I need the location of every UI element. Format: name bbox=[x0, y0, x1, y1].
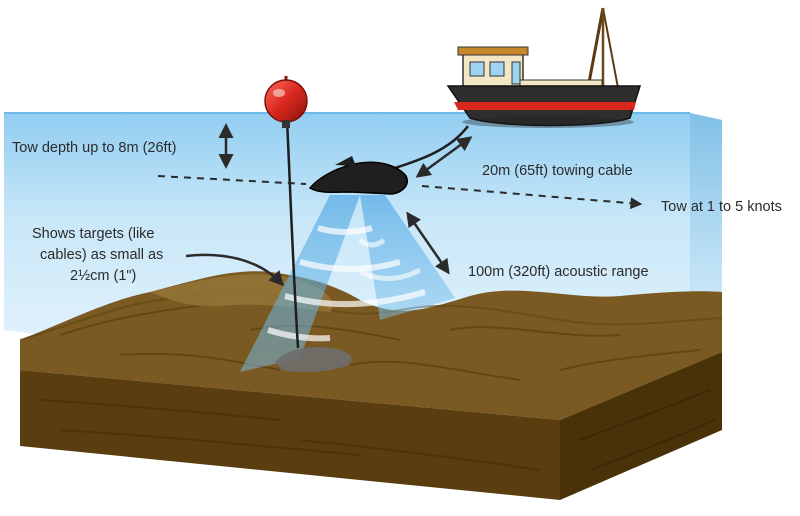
seabed-target bbox=[275, 347, 352, 373]
tow-direction-arrow bbox=[421, 185, 643, 210]
tow-speed-label: Tow at 1 to 5 knots bbox=[661, 199, 782, 215]
sonar-towfish-icon bbox=[308, 156, 408, 195]
fishing-boat-icon bbox=[446, 7, 642, 128]
acoustic-range-label: 100m (320ft) acoustic range bbox=[468, 264, 649, 280]
buoy-mooring-line bbox=[285, 119, 300, 349]
seabed bbox=[19, 271, 723, 500]
targets-pointer bbox=[185, 253, 285, 287]
tow-depth-label: Tow depth up to 8m (26ft) bbox=[12, 140, 176, 156]
targets-label-line3: 2½cm (1") bbox=[70, 268, 136, 284]
marker-buoy-icon bbox=[264, 76, 308, 128]
targets-label-line2: cables) as small as bbox=[40, 247, 163, 263]
acoustic-range-arrow bbox=[406, 211, 450, 275]
tow-depth-line bbox=[157, 175, 307, 185]
towing-cable-arrow bbox=[415, 136, 473, 178]
targets-label-line1: Shows targets (like bbox=[32, 226, 155, 242]
towing-cable-label: 20m (65ft) towing cable bbox=[482, 163, 633, 179]
